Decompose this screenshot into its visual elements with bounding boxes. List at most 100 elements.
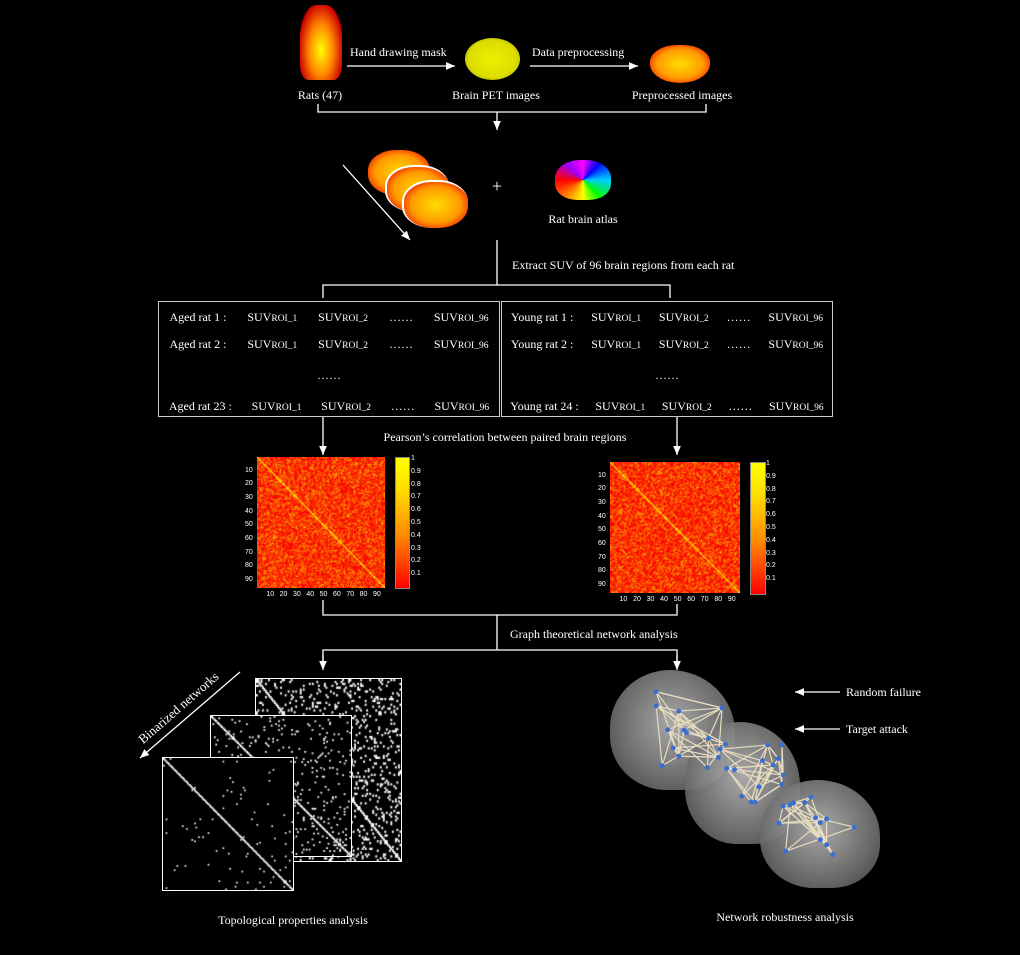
network-edge: [678, 755, 719, 758]
network-edge: [655, 691, 680, 757]
step-hand-drawing-label: Hand drawing mask: [350, 45, 447, 59]
network-edge: [661, 710, 680, 766]
network-edge: [720, 748, 763, 762]
network-edge: [720, 744, 768, 750]
x-tick-label: 60: [333, 591, 341, 598]
suv-roi-1: SUVROI_1: [247, 337, 298, 351]
target-attack-label: Target attack: [846, 722, 908, 736]
network-edge: [754, 783, 783, 803]
network-edge: [706, 738, 710, 768]
network-edge: [673, 747, 719, 758]
network-node: [824, 842, 830, 848]
network-node: [802, 800, 808, 806]
network-node: [812, 815, 818, 821]
network-node: [722, 741, 728, 747]
suv-roi-96: SUVROI_96: [433, 337, 489, 351]
suv-roi-96: SUVROI_96: [768, 310, 824, 324]
young-correlation-heatmap: [610, 462, 740, 593]
colorbar-tick-label: 0.1: [411, 570, 421, 578]
network-node: [765, 742, 771, 748]
suv-roi-1: SUVROI_1: [591, 310, 642, 324]
network-edge: [707, 738, 719, 758]
slice-3: [402, 180, 468, 228]
rat-name: Aged rat 1 :: [169, 310, 227, 324]
network-edge: [726, 744, 769, 769]
network-edge: [726, 768, 756, 803]
suv-roi-1: SUVROI_1: [251, 399, 302, 413]
y-tick-label: 20: [598, 485, 606, 493]
y-tick-label: 60: [245, 534, 253, 542]
colorbar-tick-label: 0.5: [766, 524, 776, 531]
colorbar-tick-label: 1: [766, 460, 770, 467]
network-edge: [655, 691, 723, 709]
network-node: [676, 753, 682, 759]
suv-roi-96: SUVROI_96: [768, 399, 824, 413]
network-node: [817, 820, 823, 826]
suv-roi-1: SUVROI_1: [595, 399, 646, 413]
colorbar-tick-label: 0.4: [766, 536, 776, 544]
binary-matrix-front: [162, 757, 294, 891]
network-edge: [758, 774, 784, 788]
colorbar-tick-label: 0.6: [411, 506, 421, 514]
network-edge: [793, 796, 812, 804]
x-tick-label: 30: [293, 591, 301, 598]
colorbar-tick-label: 1: [411, 455, 415, 462]
network-node: [739, 793, 745, 799]
colorbar-tick-label: 0.2: [411, 557, 421, 565]
network-node: [665, 727, 671, 733]
y-tick-label: 70: [598, 553, 606, 561]
network-edge: [785, 822, 821, 852]
y-tick-label: 90: [245, 575, 253, 583]
network-edge: [667, 729, 680, 757]
y-tick-label: 50: [245, 521, 253, 529]
network-edge: [767, 744, 774, 766]
x-tick-label: 20: [633, 596, 641, 603]
network-node: [715, 754, 721, 760]
network-node: [719, 705, 725, 711]
aged-colorbar: [395, 457, 410, 589]
x-tick-label: 50: [673, 596, 682, 603]
network-edge: [683, 707, 723, 731]
colorbar-tick-label: 0.3: [766, 549, 776, 557]
suv-roi-2: SUVROI_2: [658, 310, 709, 324]
network-edge: [661, 737, 709, 767]
suv-roi-96: SUVROI_96: [433, 310, 489, 324]
network-node: [756, 784, 762, 790]
network-edge: [656, 705, 679, 712]
y-tick-label: 40: [598, 512, 606, 520]
suv-roi-2: SUVROI_2: [318, 337, 369, 351]
suv-roi-96: SUVROI_96: [768, 337, 824, 351]
step-preprocessing-label: Data preprocessing: [532, 45, 625, 59]
network-node: [653, 689, 659, 695]
colorbar-tick-label: 0.4: [411, 531, 421, 539]
row-ellipsis: ……: [317, 368, 341, 382]
network-node: [775, 755, 781, 761]
suv-roi-1: SUVROI_1: [591, 337, 642, 351]
x-tick-label: 90: [373, 591, 381, 598]
y-tick-label: 70: [245, 548, 253, 556]
rats-label: Rats (47): [297, 88, 343, 102]
network-edge: [741, 744, 769, 797]
network-edge: [778, 806, 784, 824]
network-node: [817, 837, 823, 843]
y-tick-label: 30: [245, 493, 253, 501]
colorbar-tick-label: 0.6: [766, 511, 776, 519]
y-tick-label: 90: [598, 580, 606, 588]
y-tick-label: 10: [598, 471, 606, 479]
atlas-label: Rat brain atlas: [548, 212, 618, 226]
network-edge: [655, 691, 687, 734]
colorbar-tick-label: 0.7: [411, 493, 421, 501]
network-node: [851, 824, 857, 830]
network-edge: [707, 707, 723, 739]
ellipsis: ……: [728, 399, 753, 413]
network-node: [759, 758, 765, 764]
rat-name: Aged rat 23 :: [168, 399, 232, 413]
x-tick-label: 20: [279, 591, 288, 598]
colorbar-tick-label: 0.9: [411, 467, 421, 475]
extract-label: Extract SUV of 96 brain regions from eac…: [512, 258, 735, 272]
network-node: [731, 767, 737, 773]
